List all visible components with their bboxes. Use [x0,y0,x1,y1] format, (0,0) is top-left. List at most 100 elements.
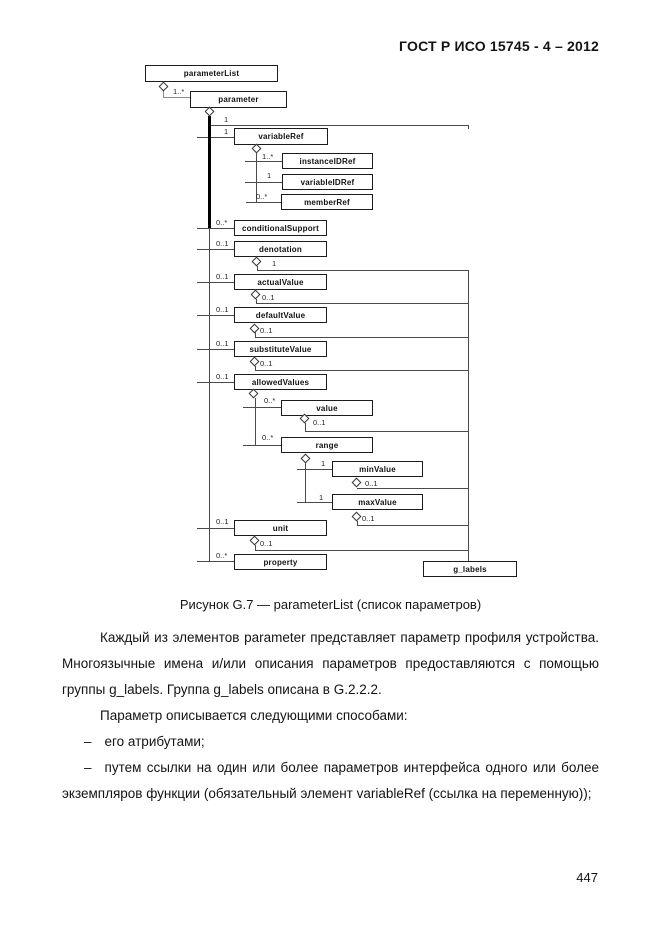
connector-line [257,270,468,271]
connector-line [197,249,234,250]
aggregation-diamond-icon [249,535,260,546]
aggregation-bus [305,462,306,502]
diagram-node-glabels: g_labels [423,561,517,577]
diagram-node-property: property [234,554,327,570]
multiplicity-label: 0..1 [216,305,229,314]
diagram-node-maxvalue: maxValue [332,494,423,510]
connector-line [243,407,281,408]
multiplicity-label: 1 [267,171,272,180]
body-text: Каждый из элементов parameter представля… [62,625,599,807]
list-item: –его атрибутами; [62,729,599,755]
connector-line [357,525,468,526]
connector-line [297,469,332,470]
diagram-node-denotation: denotation [234,241,327,257]
connector-line [357,521,358,525]
paragraph: Каждый из элементов parameter представля… [62,630,599,697]
diagram-node-parameter: parameter [190,91,287,108]
standard-code-header: ГОСТ Р ИСО 15745 - 4 – 2012 [399,38,599,54]
diagram-node-defaultvalue: defaultValue [234,307,327,323]
aggregation-diamond-icon [300,453,311,464]
aggregation-diamond-icon [158,81,169,92]
diagram-node-conditionalsupport: conditionalSupport [234,220,327,236]
bullet-text: путем ссылки на один или более параметро… [62,760,599,801]
connector-line [246,202,281,203]
connector-line [255,332,256,337]
diagram-node-variableidref: variableIDRef [282,174,373,190]
connector-line [197,528,234,529]
aggregation-bus [209,228,210,562]
multiplicity-label: 0..* [256,192,268,201]
multiplicity-label: 0..1 [362,514,375,523]
connector-line [305,431,468,432]
connector-line [256,303,468,304]
multiplicity-label: 0..* [216,218,228,227]
diagram-node-value: value [281,400,373,416]
multiplicity-label: 0..* [262,433,274,442]
connector-line [163,97,190,98]
aggregation-diamond-icon [248,388,259,399]
connector-line [197,382,234,383]
multiplicity-label: 0..* [264,396,276,405]
multiplicity-label: 1 [224,115,229,124]
connector-line [255,370,468,371]
bullet-dash: – [84,760,92,775]
connector-line [257,266,258,270]
multiplicity-label: 1 [321,459,326,468]
connector-line [255,550,468,551]
connector-line [255,545,256,550]
diagram-node-substitutevalue: substituteValue [234,341,327,357]
connector-line [305,423,306,431]
multiplicity-label: 1..* [262,152,274,161]
aggregation-diamond-icon [351,511,362,522]
multiplicity-label: 0..1 [260,539,273,548]
bullet-text: его атрибутами; [104,734,205,749]
diagram-node-variableref: variableRef [234,128,328,145]
aggregation-bus [468,270,469,561]
connector-line [245,182,282,183]
aggregation-diamond-icon [351,477,362,488]
aggregation-bus [255,398,256,445]
connector-line [211,125,469,126]
diagram-node-unit: unit [234,520,327,536]
paragraph: Параметр описывается следующими способам… [100,708,408,723]
diagram-node-range: range [281,437,373,453]
aggregation-diamond-icon [249,356,260,367]
connector-line [197,349,234,350]
connector-line [163,91,164,97]
multiplicity-label: 0..1 [365,479,378,488]
figure-caption: Рисунок G.7 — parameterList (список пара… [179,597,482,612]
aggregation-bus [208,116,211,228]
page-number: 447 [576,870,598,885]
connector-line [357,488,468,489]
multiplicity-label: 0..1 [216,517,229,526]
multiplicity-label: 1 [224,127,229,136]
connector-line [255,366,256,370]
multiplicity-label: 0..* [216,551,228,560]
connector-line [297,502,332,503]
aggregation-diamond-icon [251,143,262,154]
multiplicity-label: 0..1 [216,272,229,281]
aggregation-diamond-icon [249,323,260,334]
diagram-node-parameterlist: parameterList [145,65,278,82]
multiplicity-label: 0..1 [216,339,229,348]
aggregation-diamond-icon [204,106,215,117]
diagram-node-memberref: memberRef [281,194,373,210]
diagram-node-instanceidref: instanceIDRef [282,153,373,169]
connector-line [468,125,469,129]
diagram-node-minvalue: minValue [332,461,423,477]
multiplicity-label: 0..1 [313,418,326,427]
connector-line [255,337,468,338]
connector-line [197,137,234,138]
multiplicity-label: 1 [319,493,324,502]
diagram-node-actualvalue: actualValue [234,274,327,290]
multiplicity-label: 0..1 [262,293,275,302]
connector-line [256,299,257,303]
connector-line [245,161,282,162]
bullet-dash: – [84,734,92,749]
multiplicity-label: 0..1 [260,326,273,335]
aggregation-diamond-icon [250,289,261,300]
aggregation-diamond-icon [251,256,262,267]
connector-line [197,228,234,229]
aggregation-bus [256,153,257,203]
